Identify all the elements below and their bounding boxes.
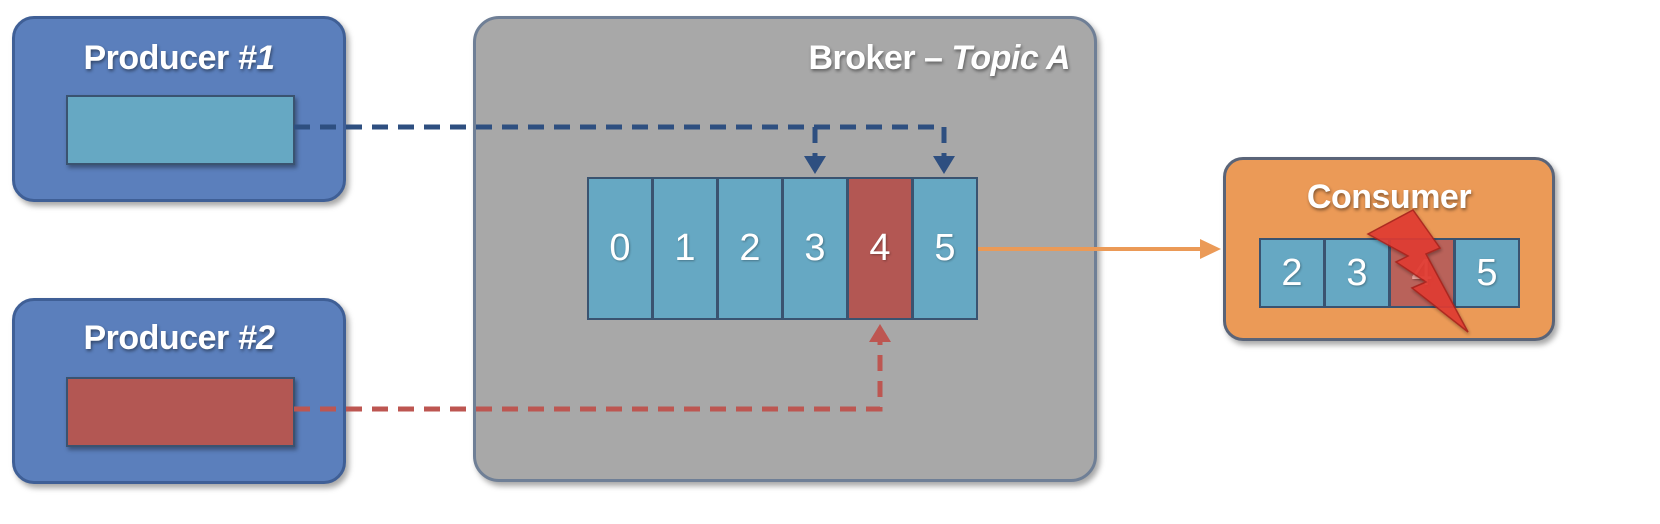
log-cell-0-offset: 0 [609,227,631,269]
producer-1-message [66,95,295,165]
consumer-cell-3-offset: 3 [1346,251,1368,294]
producer-1-number: #1 [237,39,275,77]
log-cell-2: 2 [717,177,783,320]
consume-arrowhead [1200,239,1221,259]
log-cell-4: 4 [847,177,913,320]
consumer-title: Consumer [1306,178,1472,216]
broker-topic: Topic A [951,39,1070,77]
producer-1-title: Producer #1 [15,39,343,78]
producer-1-label: Producer [83,39,238,77]
producer-2-write-path [294,340,883,412]
producer-1-arrowhead-offset-3 [804,156,826,174]
log-cell-3-offset: 3 [804,227,826,269]
broker-title: Broker – Topic A [808,39,1070,78]
producer-2-arrowhead-offset-4 [869,324,891,342]
producer-1-write-path [294,124,947,160]
log-cell-0: 0 [587,177,653,320]
producer-1-arrowhead-offset-5 [933,156,955,174]
log-cell-2-offset: 2 [739,227,761,269]
consumer-cell-5: 5 [1454,238,1520,308]
producer-2-number: #2 [237,319,275,357]
log-cell-5: 5 [912,177,978,320]
producer-2-message [66,377,295,447]
producer-2-title: Producer #2 [15,319,343,358]
consumer-cell-5-offset: 5 [1476,251,1498,294]
log-cell-1-offset: 1 [674,227,696,269]
broker-label: Broker – [808,39,952,77]
consumer-cell-2: 2 [1259,238,1325,308]
log-cell-4-offset: 4 [869,227,891,269]
log-cell-1: 1 [652,177,718,320]
producer-1-box: Producer #1 [12,16,346,202]
lightning-icon [1366,209,1469,333]
consumer-cell-3: 3 [1324,238,1390,308]
log-cell-5-offset: 5 [934,227,956,269]
producer-2-label: Producer [83,319,238,357]
producer-2-box: Producer #2 [12,298,346,484]
consumer-cell-2-offset: 2 [1281,251,1303,294]
